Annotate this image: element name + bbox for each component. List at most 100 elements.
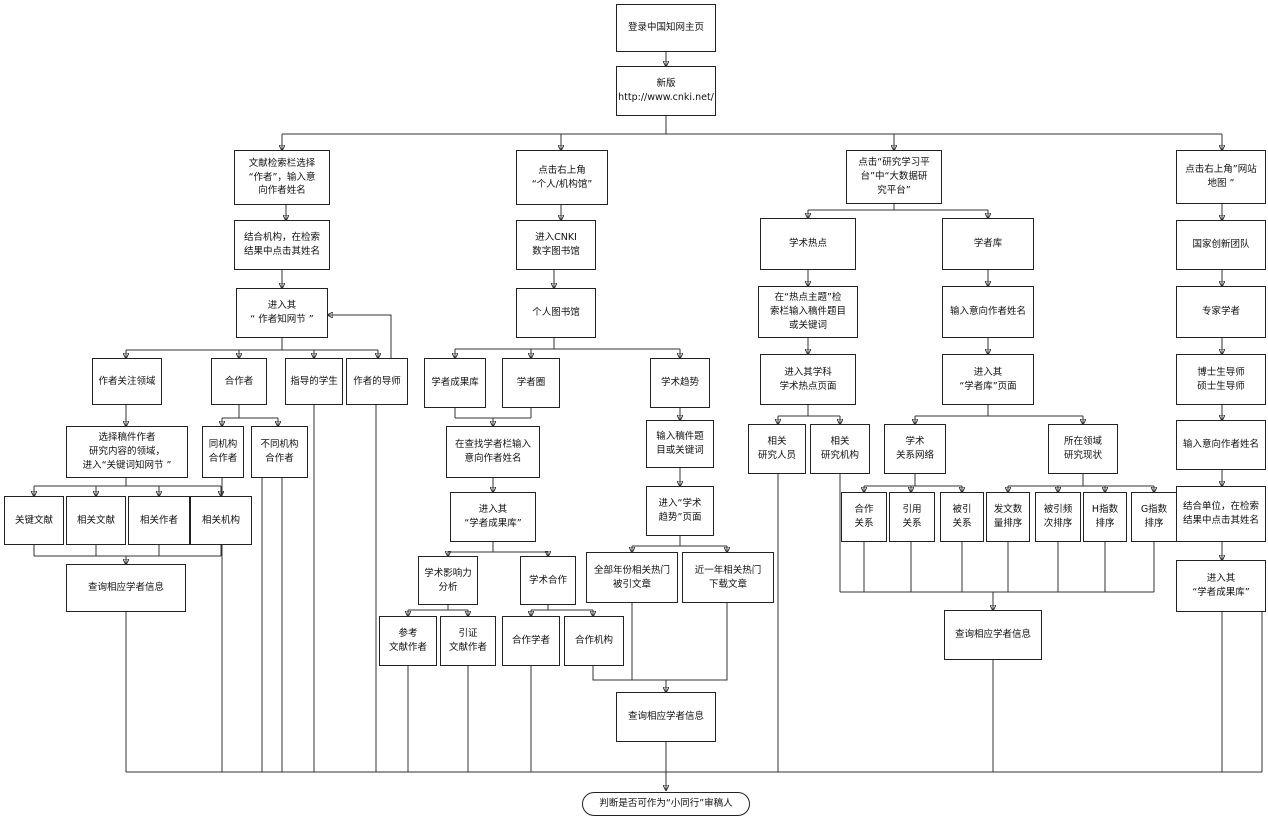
- node-label: 进入CNKI 数字图书馆: [532, 232, 580, 257]
- node-related-researchers: 相关 研究人员: [748, 424, 806, 474]
- node-relation-network: 学术 关系网络: [884, 424, 946, 474]
- node-input-author-name-2: 输入意向作者姓名: [1176, 420, 1266, 470]
- node-label: 相关 研究人员: [757, 436, 796, 461]
- node-label: 输入稿件题 目或关键词: [656, 431, 704, 456]
- node-publication-rank: 发文数 量排序: [986, 492, 1030, 542]
- node-label: 输入意向作者姓名: [949, 306, 1026, 318]
- node-label: 学术趋势: [660, 377, 699, 389]
- node-input-author-name: 输入意向作者姓名: [942, 286, 1034, 338]
- node-students: 指导的学生: [285, 358, 343, 405]
- node-label: 输入意向作者姓名: [1182, 439, 1259, 451]
- node-label: 引用 关系: [902, 504, 922, 529]
- node-label: 学者库: [973, 238, 1003, 250]
- node-label: 在查找学者栏输入 意向作者姓名: [454, 439, 531, 464]
- node-label: 点击“研究学习平 台”中“大数据研 究平台”: [858, 157, 930, 196]
- node-last-year-downloads: 近一年相关热门 下载文章: [682, 552, 774, 603]
- node-label: 合作机构: [574, 635, 613, 647]
- node-final-judgement: 判断是否可作为“小同行”审稿人: [582, 792, 750, 816]
- node-label: 不同机构 合作者: [260, 439, 299, 464]
- node-related-doc: 相关文献: [66, 496, 126, 545]
- node-label: 指导的学生: [290, 375, 338, 387]
- node-big-data-platform: 点击“研究学习平 台”中“大数据研 究平台”: [846, 150, 942, 204]
- node-label: 文献检索栏选择 “作者”，输入意 向作者姓名: [248, 157, 316, 197]
- node-results-library-2: 进入其 “学者成果库”: [1176, 560, 1266, 612]
- node-academic-hotspot: 学术热点: [760, 218, 856, 270]
- node-label: 学者圈: [516, 377, 546, 389]
- node-click-library: 点击右上角 “个人/机构馆”: [516, 150, 608, 205]
- node-label: 所在领域 研究现状: [1063, 436, 1102, 461]
- node-field-status: 所在领域 研究现状: [1048, 424, 1118, 474]
- node-label: 个人图书馆: [532, 307, 580, 319]
- node-label: H指数 排序: [1091, 504, 1119, 529]
- node-label: 被引 关系: [952, 504, 972, 529]
- node-query-scholar-2: 查询相应学者信息: [616, 692, 716, 742]
- node-all-years-cited: 全部年份相关热门 被引文章: [586, 552, 678, 603]
- node-label: 相关作者: [139, 514, 178, 526]
- node-reference-author: 参考 文献作者: [379, 616, 437, 666]
- node-label: 全部年份相关热门 被引文章: [593, 564, 670, 590]
- node-label: 结合单位，在检索 结果中点击其姓名: [1182, 501, 1259, 526]
- node-enter-cnki-library: 进入CNKI 数字图书馆: [516, 220, 596, 270]
- node-combine-unit: 结合单位，在检索 结果中点击其姓名: [1176, 486, 1266, 542]
- node-citing-author: 引证 文献作者: [440, 616, 496, 666]
- node-label: 合作学者: [511, 635, 550, 647]
- node-coauthor: 合作者: [211, 358, 267, 405]
- node-diff-institution: 不同机构 合作者: [251, 426, 308, 478]
- node-h-index-rank: H指数 排序: [1083, 492, 1127, 542]
- node-coop-scholar: 合作学者: [502, 616, 560, 666]
- node-label: 点击右上角 “个人/机构馆”: [531, 164, 593, 190]
- node-label: 相关文献: [76, 514, 115, 526]
- node-label: 进入其 “学者库”页面: [959, 366, 1017, 392]
- node-label: 同机构 合作者: [208, 439, 238, 464]
- node-label: 查询相应学者信息: [954, 629, 1031, 641]
- node-related-author: 相关作者: [128, 496, 190, 545]
- node-label: 进入“学术 趋势”页面: [658, 498, 702, 523]
- node-label: 点击右上角”网站 地图 ”: [1185, 164, 1257, 189]
- node-search-author: 文献检索栏选择 “作者”，输入意 向作者姓名: [234, 150, 330, 205]
- node-coop-relation: 合作 关系: [841, 492, 887, 542]
- node-academic-coop: 学术合作: [520, 556, 576, 605]
- node-label: 学术合作: [528, 574, 567, 586]
- node-label: 发文数 量排序: [993, 504, 1023, 529]
- node-label: 博士生导师 硕士生导师: [1197, 366, 1245, 392]
- node-coop-institution: 合作机构: [564, 616, 624, 666]
- node-label: 国家创新团队: [1192, 239, 1250, 251]
- node-label: 学术 关系网络: [895, 436, 934, 461]
- node-key-doc: 关键文献: [4, 496, 64, 545]
- node-same-institution: 同机构 合作者: [202, 426, 244, 478]
- node-label: 查询相应学者信息: [627, 711, 704, 723]
- node-find-scholar: 在查找学者栏输入 意向作者姓名: [446, 426, 540, 478]
- node-label: 被引频 次排序: [1043, 504, 1073, 529]
- node-label: 作者关注领域: [98, 375, 156, 387]
- node-academic-trend: 学术趋势: [650, 358, 710, 408]
- node-citation-rank: 被引频 次排序: [1035, 492, 1081, 542]
- node-enter-results-library: 进入其 “学者成果库”: [450, 492, 536, 542]
- node-scholar-database: 学者库: [942, 218, 1034, 270]
- node-label: 选择稿件作者 研究内容的领域， 进入“关键词知网节 ”: [82, 432, 172, 471]
- node-results-library: 学者成果库: [424, 358, 486, 408]
- node-national-team: 国家创新团队: [1176, 220, 1266, 270]
- node-personal-library: 个人图书馆: [516, 288, 596, 338]
- node-label: 引证 文献作者: [448, 628, 487, 653]
- node-select-domain: 选择稿件作者 研究内容的领域， 进入“关键词知网节 ”: [66, 426, 188, 478]
- node-cite-relation: 引用 关系: [889, 492, 935, 542]
- node-label: 进入其 “ 作者知网节 ”: [250, 300, 314, 325]
- node-author-page: 进入其 “ 作者知网节 ”: [236, 288, 328, 338]
- node-label: 学者成果库: [431, 377, 479, 389]
- node-g-index-rank: G指数 排序: [1131, 492, 1177, 542]
- node-label: 查询相应学者信息: [87, 582, 164, 594]
- node-influence-analysis: 学术影响力 分析: [418, 556, 478, 605]
- node-label: 判断是否可作为“小同行”审稿人: [599, 798, 733, 810]
- node-label: 结合机构，在检索 结果中点击其姓名: [243, 232, 320, 257]
- node-label: 进入其 “学者成果库”: [1192, 573, 1250, 598]
- node-mentor: 作者的导师: [346, 358, 408, 405]
- node-site-map: 点击右上角”网站 地图 ”: [1176, 150, 1266, 204]
- node-label: 关键文献: [14, 514, 53, 526]
- node-query-scholar-3: 查询相应学者信息: [944, 610, 1042, 660]
- node-label: 进入其 “学者成果库”: [464, 504, 522, 529]
- node-cited-relation: 被引 关系: [940, 492, 984, 542]
- node-label: G指数 排序: [1140, 504, 1168, 529]
- node-new-version: 新版 http://www.cnki.net/: [616, 66, 716, 116]
- node-related-institution: 相关机构: [190, 496, 252, 545]
